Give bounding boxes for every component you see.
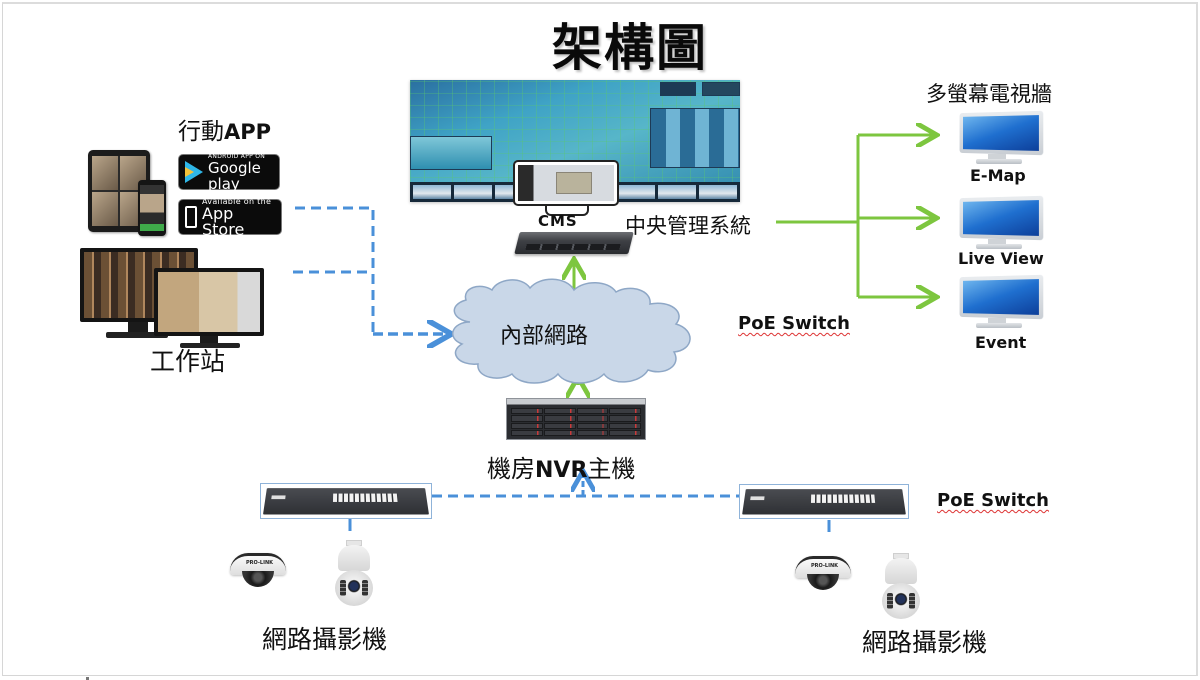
- dome-camera-icon: PRO-LINK: [230, 553, 286, 589]
- nvr-label: 機房NVR主機: [487, 455, 636, 483]
- liveview-display-icon: [950, 195, 1044, 249]
- workstation-label: 工作站: [150, 347, 226, 376]
- google-play-badge[interactable]: ANDROID APP ON Google play: [178, 153, 280, 192]
- dome-camera-icon: PRO-LINK: [795, 556, 851, 592]
- diagram-title: 架構圖: [552, 19, 708, 77]
- cms-monitor-stand: [545, 206, 589, 216]
- intranet-label: 內部網路: [500, 324, 589, 349]
- emap-display-icon: [950, 110, 1044, 164]
- smartphone-icon: [138, 180, 166, 236]
- event-display-icon: [950, 274, 1044, 328]
- monitor-base: [106, 332, 168, 338]
- event-label: Event: [975, 333, 1027, 352]
- workstation-monitor-front: [154, 268, 264, 336]
- slide-scroll-marker: [86, 677, 89, 680]
- display-wall-label: 多螢幕電視牆: [926, 82, 1052, 106]
- cms-label: 中央管理系統: [625, 214, 751, 238]
- cameras-left-label: 網路攝影機: [262, 625, 388, 654]
- iphone-icon: [185, 206, 197, 228]
- poe-switch-left-icon: [260, 483, 432, 519]
- emap-label: E-Map: [970, 166, 1026, 185]
- poe-switch-label: PoE Switch: [937, 490, 1049, 511]
- poe-switch-right-icon: [739, 484, 909, 519]
- monitor-stand: [128, 322, 148, 334]
- ptz-camera-icon: [881, 553, 921, 619]
- tablet-icon: [88, 150, 150, 232]
- cameras-right-label: 網路攝影機: [862, 628, 988, 657]
- app-store-badge[interactable]: Available on the App Store: [178, 197, 282, 237]
- monitor-base: [180, 343, 240, 348]
- cms-monitor-icon: [513, 160, 619, 206]
- google-play-icon: [185, 161, 203, 183]
- mobile-app-label: 行動APP: [178, 119, 272, 145]
- monitor-stand: [200, 336, 218, 346]
- liveview-label: Live View: [958, 249, 1044, 268]
- cms-server-icon: [514, 232, 634, 254]
- ptz-camera-icon: [334, 540, 374, 606]
- cms-badge-label: CMS: [538, 212, 578, 230]
- nvr-server-icon: [506, 398, 646, 440]
- poe-switch-label: PoE Switch: [738, 313, 850, 334]
